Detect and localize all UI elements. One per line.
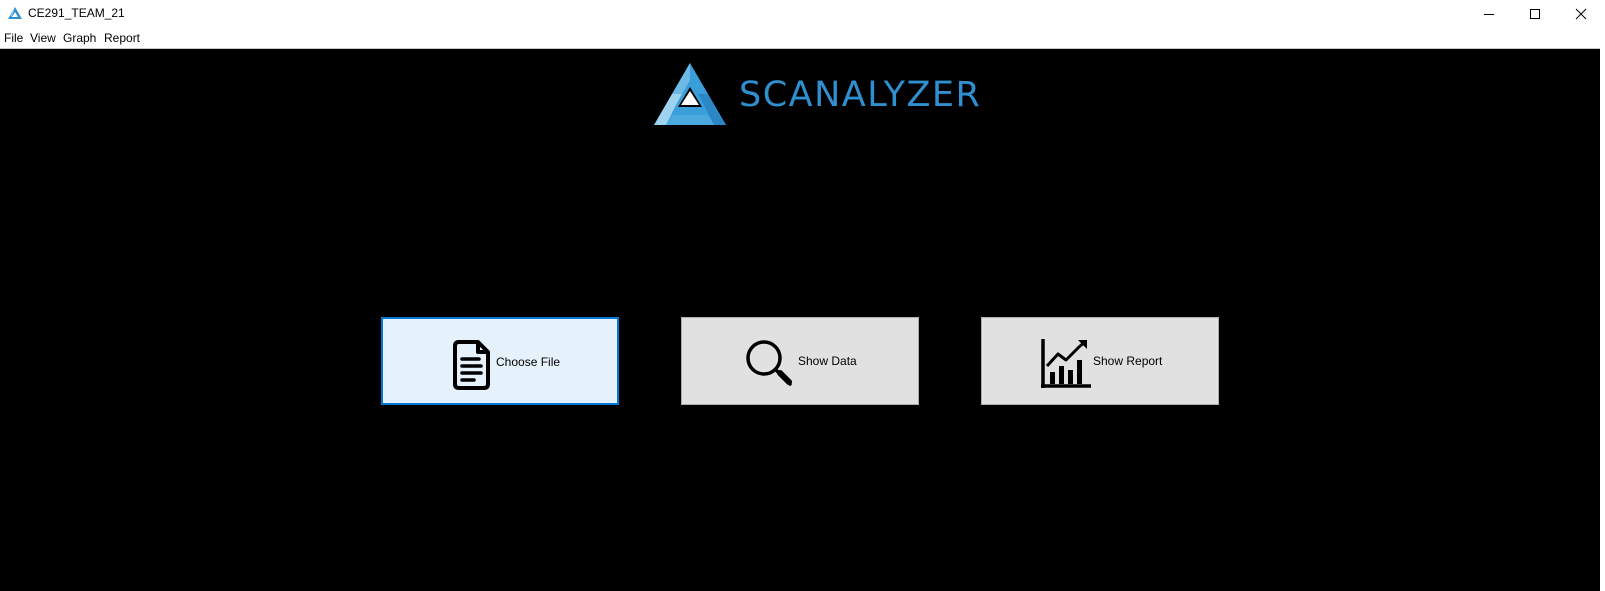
show-report-label: Show Report	[1093, 354, 1163, 368]
magnifier-icon	[746, 340, 792, 386]
scanalyzer-logo-icon	[654, 63, 726, 125]
close-icon	[1575, 8, 1587, 20]
scanalyzer-logo: SCANALYZER	[652, 61, 980, 127]
show-data-button[interactable]: Show Data	[681, 317, 919, 405]
menu-view[interactable]: View	[30, 31, 56, 45]
minimize-button[interactable]	[1466, 0, 1512, 28]
logo-wordmark: SCANALYZER	[739, 75, 982, 115]
title-bar[interactable]: CE291_TEAM_21	[0, 0, 1605, 28]
menu-bar: File View Graph Report	[0, 28, 1600, 49]
show-data-label: Show Data	[798, 354, 857, 368]
choose-file-button[interactable]: Choose File	[381, 317, 619, 405]
app-logo-icon	[8, 7, 22, 19]
window-title: CE291_TEAM_21	[28, 6, 125, 20]
menu-report[interactable]: Report	[104, 31, 141, 45]
maximize-icon	[1530, 9, 1540, 19]
bar-chart-trend-icon	[1041, 339, 1091, 388]
menu-graph[interactable]: Graph	[63, 31, 97, 45]
maximize-button[interactable]	[1512, 0, 1558, 28]
window-border	[1600, 28, 1605, 591]
menu-file[interactable]: File	[4, 31, 24, 45]
main-panel: SCANALYZER Choose File Show Data	[0, 49, 1600, 591]
choose-file-label: Choose File	[496, 355, 561, 369]
minimize-icon	[1484, 14, 1494, 15]
close-button[interactable]	[1558, 0, 1604, 28]
show-report-button[interactable]: Show Report	[981, 317, 1219, 405]
document-icon	[453, 340, 490, 390]
